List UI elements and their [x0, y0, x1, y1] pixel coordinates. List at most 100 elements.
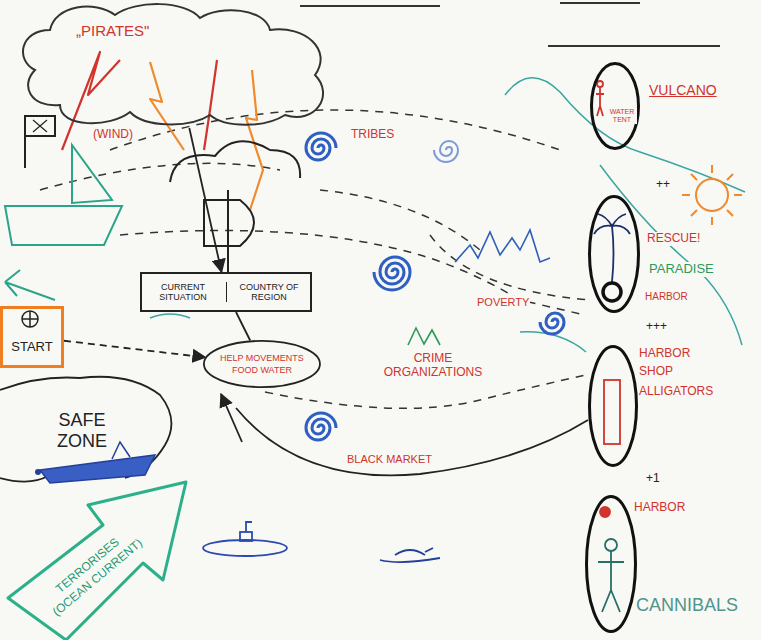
island: HARBORCANNIBALS	[585, 495, 637, 633]
start-icon	[22, 311, 38, 327]
signpost	[170, 141, 300, 182]
submarine	[246, 522, 252, 532]
route-lines	[40, 110, 590, 408]
pirate-ship	[25, 116, 55, 136]
pirate-ship	[33, 120, 47, 132]
node-text: HELP MOVEMENTS	[219, 353, 305, 363]
situation-sign: CURRENT SITUATION COUNTRY OF REGION	[140, 272, 312, 312]
submarine	[203, 522, 287, 556]
node-text: WATER TENT	[607, 108, 637, 124]
island-label: PARADISE	[648, 262, 715, 277]
rating-mark: +++	[645, 320, 668, 334]
spirals	[306, 133, 336, 160]
lightning-bolts	[150, 62, 184, 150]
island-outline	[588, 195, 640, 313]
node-text: SHOP	[638, 365, 674, 379]
start-box-outline	[0, 306, 64, 368]
pointer-arrow	[221, 394, 242, 442]
island-drawings	[603, 283, 621, 301]
route-lines	[430, 235, 590, 300]
island-shape	[592, 64, 639, 149]
island-drawings	[600, 507, 610, 517]
coast-lines	[0, 476, 48, 482]
island-outline	[585, 495, 637, 633]
teal-coast	[505, 78, 745, 192]
route-lines	[265, 375, 586, 408]
current-arrow-shape	[8, 482, 186, 640]
start-icon	[22, 311, 38, 327]
sun	[682, 165, 742, 225]
route-lines	[320, 190, 480, 250]
signpost	[227, 190, 229, 272]
coast-lines	[236, 408, 588, 475]
island-outline	[590, 62, 640, 150]
sun	[682, 165, 742, 225]
island: HARBOR	[588, 195, 640, 313]
island-drawings	[604, 380, 620, 444]
signpost	[170, 141, 300, 272]
start-box-shape	[2, 308, 63, 367]
submarine	[203, 540, 287, 556]
island-drawings	[594, 214, 630, 234]
route-lines	[120, 231, 585, 316]
rating-mark: +1	[645, 472, 661, 486]
help-ellipse-shape	[204, 341, 320, 387]
node-text: HARBOR	[644, 291, 689, 303]
current-arrow: TERRORISES(OCEAN CURRENT)	[8, 480, 188, 640]
node-text: HARBOR	[638, 347, 691, 361]
island-drawings	[594, 214, 630, 282]
island: VULCANOWATER TENT	[590, 62, 640, 150]
swimmer	[380, 548, 440, 562]
lightning-bolts	[204, 60, 217, 150]
node-text: VULCANO	[648, 82, 718, 98]
mountain-lines	[408, 230, 550, 345]
situation-sign-shape	[141, 273, 311, 311]
start-box: START	[0, 306, 64, 368]
island-shape	[590, 347, 637, 466]
sun	[696, 179, 728, 211]
connector	[189, 128, 221, 272]
node-text: CANNIBALS	[635, 595, 739, 616]
help-ellipse: HELP MOVEMENTSFOOD WATER	[203, 340, 321, 388]
navy-ship	[112, 442, 130, 459]
connector	[236, 312, 250, 340]
node-text: COUNTRY OF REGION	[226, 282, 306, 303]
node-text: ALLIGATORS	[638, 385, 714, 399]
submarine	[240, 532, 252, 541]
region-label: BLACK MARKET	[346, 453, 433, 466]
pointer-arrow	[221, 394, 242, 442]
signpost	[204, 200, 254, 246]
navy-ship	[40, 455, 155, 483]
navy-ship	[35, 469, 41, 475]
node-text: HARBOR	[633, 501, 686, 515]
region-label: TRIBES	[350, 128, 395, 142]
zone-label: SAFE ZONE	[50, 410, 114, 451]
island-outline	[588, 345, 638, 467]
node-text: CURRENT SITUATION	[146, 282, 220, 303]
island-shape	[590, 197, 639, 312]
mountain-lines	[408, 328, 440, 345]
frame-lines	[300, 3, 720, 46]
node-text: START	[10, 340, 53, 355]
mountain-lines	[455, 230, 550, 262]
pirate-ship	[5, 270, 55, 300]
pirate-ship	[72, 145, 112, 203]
rating-mark: ++	[655, 178, 671, 192]
pirates-cloud: „PIRATES"	[15, 0, 335, 128]
pirates-cloud-shape	[23, 4, 323, 125]
spirals	[374, 257, 410, 290]
spirals	[540, 313, 564, 334]
lightning-bolts	[246, 70, 263, 210]
island-shape	[587, 497, 636, 632]
island-drawings	[598, 539, 624, 612]
connector	[64, 341, 205, 358]
teal-coast	[600, 165, 742, 345]
island-drawings	[596, 87, 604, 116]
lightning-bolts	[62, 52, 263, 210]
swimmer	[380, 548, 440, 562]
region-label: POVERTY	[476, 296, 530, 309]
pirate-ship	[5, 206, 122, 245]
route-lines	[40, 163, 280, 190]
spirals	[306, 413, 336, 440]
